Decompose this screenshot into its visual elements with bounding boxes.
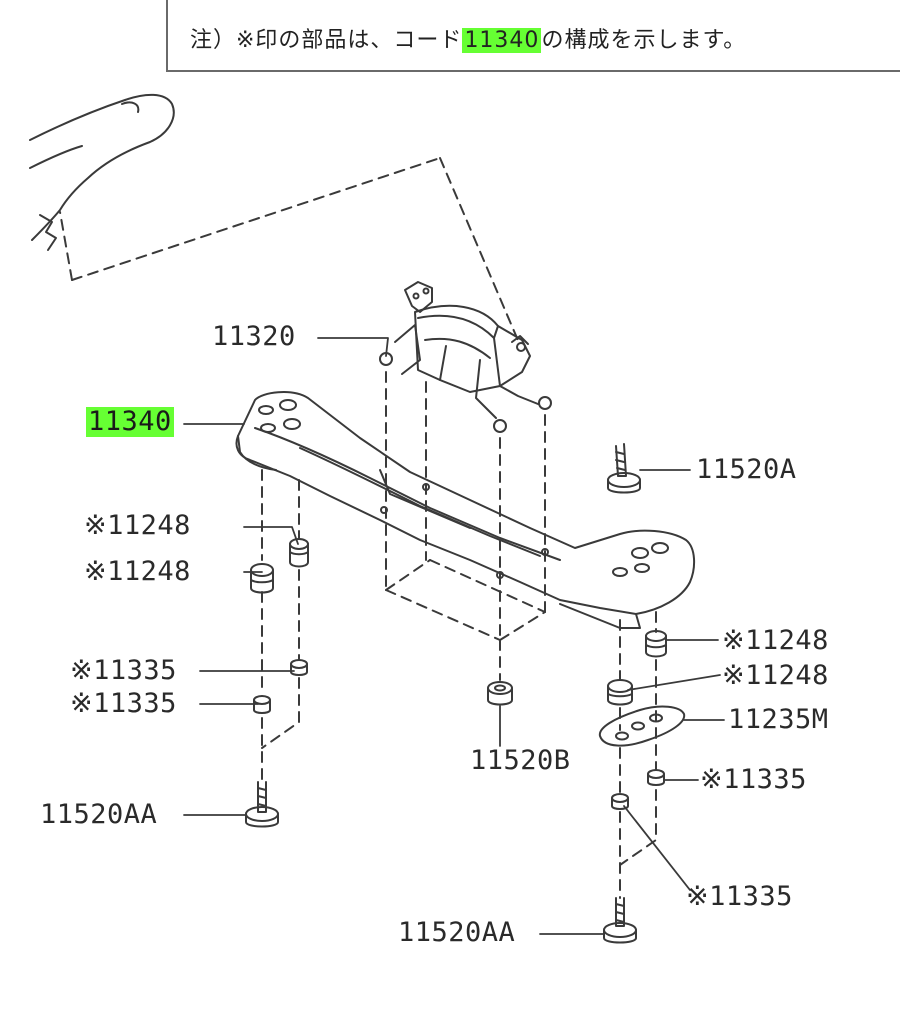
callout-11335-4: ※11335 [686, 881, 793, 912]
callout-11340: 11340 [86, 406, 174, 437]
transmission-mount-11320 [379, 281, 552, 433]
nut-11520b [487, 681, 513, 706]
crossmember-11340 [235, 391, 696, 629]
callout-11520aa-1: 11520AA [40, 799, 158, 830]
callout-11248-4: ※11248 [722, 660, 829, 691]
left-assembly-dashed-lines [261, 469, 300, 781]
nut-11335-left-upper [290, 659, 308, 676]
note-code-highlight: 11340 [462, 28, 542, 53]
bolt-11520aa-left [245, 781, 279, 828]
callout-11335-1: ※11335 [70, 655, 177, 686]
bolt-11520a [607, 443, 641, 494]
note-suffix: の構成を示します。 [541, 28, 747, 53]
callout-11248-3: ※11248 [722, 625, 829, 656]
callout-11248-2: ※11248 [84, 556, 191, 587]
callout-11520a: 11520A [696, 454, 797, 485]
bushing-11248-lower-left [250, 563, 274, 594]
engine-to-mount-dashed-line [59, 157, 521, 346]
bolt-11520aa-right [603, 897, 637, 944]
engine-component-outline [29, 93, 175, 251]
note-box: 注）※印の部品は、コード11340の構成を示します。 [166, 0, 900, 72]
nut-11335-left-lower [253, 695, 271, 714]
callout-11335-2: ※11335 [70, 688, 177, 719]
callout-11248-1: ※11248 [84, 510, 191, 541]
callout-11335-3: ※11335 [700, 764, 807, 795]
callout-11235m: 11235M [728, 704, 829, 735]
leader-lines [183, 337, 725, 935]
callout-11520aa-2: 11520AA [398, 917, 516, 948]
plate-11235m [598, 705, 686, 747]
nut-11335-right-lower [611, 793, 629, 810]
note-text: 注）※印の部品は、コード11340の構成を示します。 [190, 22, 746, 54]
note-prefix: 注）※印の部品は、コード [190, 28, 463, 53]
nut-11335-right-upper [647, 769, 665, 786]
callout-11520b: 11520B [470, 745, 571, 776]
mount-projection-dashed-box [385, 371, 546, 681]
bushing-11248-upper-right [645, 630, 667, 658]
bushing-11248-lower-right [607, 679, 633, 706]
callout-11320: 11320 [212, 321, 296, 352]
bushing-11248-upper-left [289, 538, 309, 568]
